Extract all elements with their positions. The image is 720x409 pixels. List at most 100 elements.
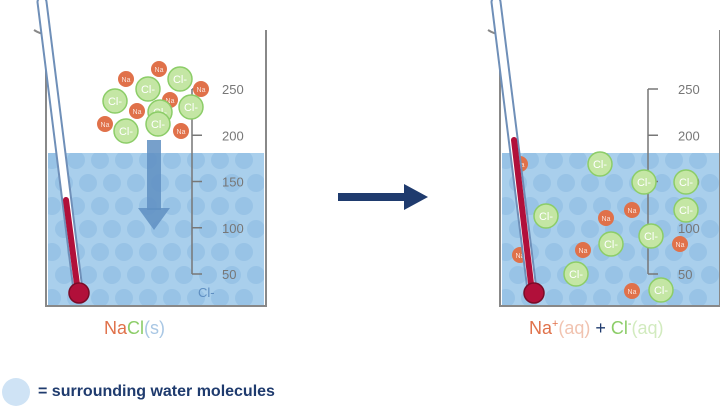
chloride-ion: Cl- <box>673 197 699 223</box>
scale-label: 100 <box>222 221 244 236</box>
water-molecule <box>127 266 145 284</box>
water-molecule <box>509 266 527 284</box>
water-molecule <box>689 289 707 306</box>
water-molecule <box>211 197 229 215</box>
sodium-ion: Na <box>151 61 167 77</box>
nacl-crystal: NaNaNaNaNaNaNaNaNaNaNaCl-Cl-Cl-Cl-Cl-Cl-… <box>97 61 209 144</box>
chloride-ion: Cl- <box>178 94 204 120</box>
caption-right-na-state: (aq) <box>558 318 591 338</box>
water-molecule <box>689 243 707 261</box>
water-molecule <box>641 153 659 169</box>
water-molecule <box>48 197 61 215</box>
caption-left-na: Na <box>104 318 128 338</box>
scale-label: 50 <box>678 267 692 282</box>
caption-right-plus: + <box>590 318 611 338</box>
water-molecule <box>605 266 623 284</box>
svg-text:Na: Na <box>155 67 164 74</box>
caption-right-cl: Cl <box>610 318 628 338</box>
water-molecule <box>223 174 241 192</box>
sinking-arrow-shaft <box>147 140 161 210</box>
water-molecule <box>103 220 121 238</box>
reaction-arrow <box>338 184 428 210</box>
water-molecule <box>79 174 97 192</box>
sodium-ion: Na <box>173 123 189 139</box>
caption-right-na: Na <box>529 318 553 338</box>
water-molecule <box>115 289 133 306</box>
water-molecule <box>605 174 623 192</box>
water-molecule <box>677 220 695 238</box>
water-molecule <box>163 289 181 306</box>
water-molecule-icon <box>2 378 30 406</box>
dissolved-ions: NaNaNaNaNaNaNaCl-Cl-Cl-Cl-Cl-Cl-Cl-Cl-Cl… <box>512 151 699 303</box>
water-molecule <box>127 220 145 238</box>
water-molecule <box>187 153 205 169</box>
water-molecule <box>163 153 181 169</box>
water-molecule <box>103 266 121 284</box>
water-molecule <box>641 197 659 215</box>
sodium-ion: Na <box>129 103 145 119</box>
water-molecule <box>235 289 253 306</box>
water-molecule <box>689 153 707 169</box>
water-molecule <box>581 174 599 192</box>
sinking-arrow-head <box>138 208 170 230</box>
svg-text:Cl-: Cl- <box>644 231 658 243</box>
sodium-ion: Na <box>97 116 113 132</box>
svg-text:Cl-: Cl- <box>539 211 553 223</box>
water-molecule <box>91 153 109 169</box>
water-molecule <box>139 243 157 261</box>
water-molecule <box>581 220 599 238</box>
svg-text:Na: Na <box>177 129 186 136</box>
water-molecule <box>187 243 205 261</box>
stray-chloride-label: Cl- <box>198 285 215 300</box>
water-molecule <box>235 153 253 169</box>
thermometer-left <box>36 0 90 304</box>
water-molecule <box>545 289 563 306</box>
water-molecule <box>665 153 683 169</box>
water-molecule <box>115 197 133 215</box>
chloride-ion: Cl- <box>113 118 139 144</box>
chloride-ion: Cl- <box>167 66 193 92</box>
sodium-ion: Na <box>118 71 134 87</box>
water-molecule <box>701 266 719 284</box>
water-molecule <box>139 289 157 306</box>
water-molecule <box>199 220 217 238</box>
water-molecule <box>235 197 253 215</box>
caption-right: Na+(aq) + Cl-(aq) <box>529 318 663 339</box>
scale-label: 100 <box>678 221 700 236</box>
chloride-ion: Cl- <box>135 76 161 102</box>
water-molecule <box>115 153 133 169</box>
chloride-ion: Cl- <box>638 223 664 249</box>
water-molecule <box>91 197 109 215</box>
scale-label: 150 <box>222 175 244 190</box>
chloride-ion: Cl- <box>598 231 624 257</box>
water-molecule <box>187 289 205 306</box>
chloride-ion: Cl- <box>648 277 674 303</box>
svg-text:Na: Na <box>122 77 131 84</box>
water-molecule <box>653 174 671 192</box>
water-molecule <box>569 153 587 169</box>
sodium-ion: Na <box>598 210 614 226</box>
water-molecule <box>48 243 61 261</box>
svg-text:Cl-: Cl- <box>654 285 668 297</box>
scale-label: 250 <box>678 82 700 97</box>
svg-text:Cl-: Cl- <box>679 177 693 189</box>
water-molecule <box>593 289 611 306</box>
caption-right-na-charge: + <box>552 318 559 330</box>
water-molecule <box>701 220 719 238</box>
water-molecule <box>79 220 97 238</box>
caption-left: NaCl(s) <box>104 318 165 339</box>
svg-text:Cl-: Cl- <box>679 205 693 217</box>
water-molecule <box>103 174 121 192</box>
chloride-ion: Cl- <box>563 261 589 287</box>
caption-left-state: (s) <box>144 318 166 338</box>
water-molecule <box>127 174 145 192</box>
sodium-ion: Na <box>624 202 640 218</box>
water-molecule <box>91 243 109 261</box>
water-molecule <box>247 220 264 238</box>
chloride-ion: Cl- <box>587 151 613 177</box>
svg-text:Cl-: Cl- <box>637 177 651 189</box>
water-molecule <box>175 220 193 238</box>
water-molecule <box>175 174 193 192</box>
